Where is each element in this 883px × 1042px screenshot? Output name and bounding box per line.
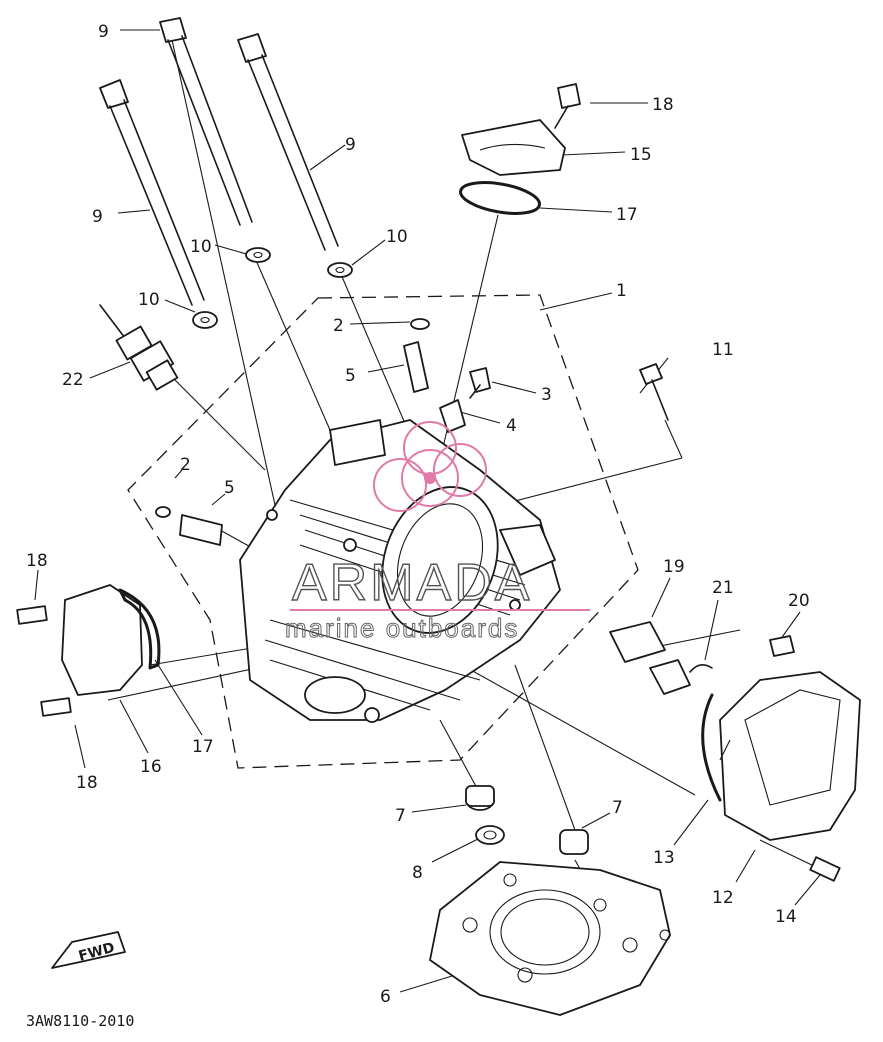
side-cover-left bbox=[16, 584, 161, 717]
label-7-right: 7 bbox=[612, 798, 623, 818]
filter-cover bbox=[459, 119, 566, 215]
label-7-left: 7 bbox=[395, 806, 406, 826]
label-16: 16 bbox=[140, 757, 162, 777]
washers bbox=[192, 247, 353, 329]
cylinder-head-assembly-outline bbox=[127, 294, 639, 769]
stud-bolts bbox=[99, 17, 339, 306]
label-8: 8 bbox=[412, 863, 423, 883]
label-15: 15 bbox=[630, 145, 652, 165]
label-1: 1 bbox=[616, 281, 627, 301]
label-9-top: 9 bbox=[98, 22, 109, 42]
tappet-cover-right bbox=[701, 671, 861, 882]
label-17-top: 17 bbox=[616, 205, 638, 225]
label-12: 12 bbox=[712, 888, 734, 908]
label-18-left: 18 bbox=[26, 551, 48, 571]
head-gasket bbox=[429, 861, 671, 1016]
watermark-brand: ARMADA bbox=[292, 554, 532, 612]
label-9-mid: 9 bbox=[345, 135, 356, 155]
label-13: 13 bbox=[653, 848, 675, 868]
label-10-low: 10 bbox=[138, 290, 160, 310]
label-11: 11 bbox=[712, 340, 734, 360]
label-14: 14 bbox=[775, 907, 797, 927]
label-6: 6 bbox=[380, 987, 391, 1007]
label-21: 21 bbox=[712, 578, 734, 598]
watermark: ARMADA marine outboards bbox=[285, 421, 590, 644]
label-3: 3 bbox=[541, 385, 552, 405]
label-20: 20 bbox=[788, 591, 810, 611]
label-9-left: 9 bbox=[92, 207, 103, 227]
label-19: 19 bbox=[663, 557, 685, 577]
label-4: 4 bbox=[506, 416, 517, 436]
label-10-left: 10 bbox=[190, 237, 212, 257]
watermark-emblem bbox=[401, 449, 459, 507]
spark-plug bbox=[99, 304, 179, 391]
small-parts bbox=[155, 83, 669, 855]
fwd-arrow: FWD bbox=[51, 931, 126, 969]
label-2-left: 2 bbox=[180, 455, 191, 475]
breather-parts bbox=[609, 621, 795, 695]
watermark-tagline: marine outboards bbox=[285, 613, 519, 643]
label-10-right: 10 bbox=[386, 227, 408, 247]
label-22: 22 bbox=[62, 370, 84, 390]
label-2-top: 2 bbox=[333, 316, 344, 336]
label-18-top: 18 bbox=[652, 95, 674, 115]
diagram-code: 3AW8110-2010 bbox=[26, 1012, 134, 1030]
part-labels: 9 18 9 15 9 17 10 10 1 10 2 11 5 22 3 4 … bbox=[26, 22, 810, 1007]
cylinder-head bbox=[239, 419, 561, 723]
label-5-left: 5 bbox=[224, 478, 235, 498]
label-18-bottom: 18 bbox=[76, 773, 98, 793]
label-17-left: 17 bbox=[192, 737, 214, 757]
label-5-top: 5 bbox=[345, 366, 356, 386]
